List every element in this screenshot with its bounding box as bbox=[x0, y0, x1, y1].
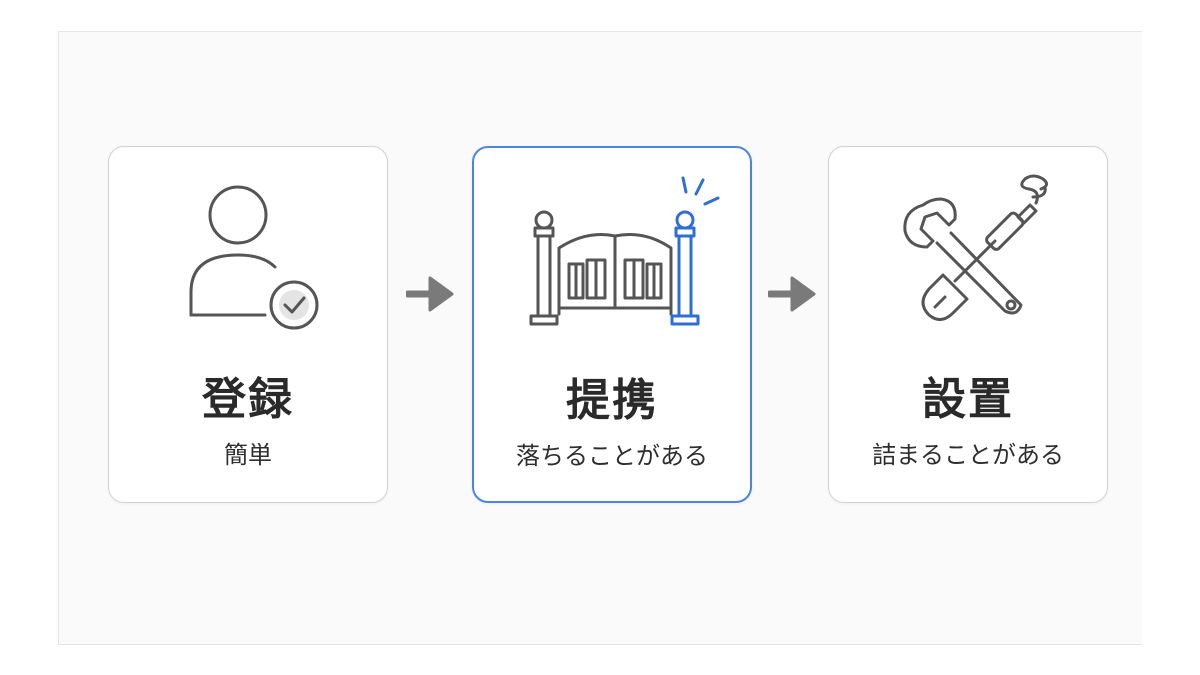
gate-icon bbox=[474, 168, 750, 358]
user-check-icon bbox=[109, 167, 387, 357]
step-subtitle: 簡単 bbox=[224, 441, 272, 469]
step-card-partnership: 提携 落ちることがある bbox=[472, 146, 752, 503]
arrow-right-icon bbox=[404, 272, 456, 316]
step-title: 登録 bbox=[202, 374, 294, 425]
step-subtitle: 落ちることがある bbox=[516, 442, 708, 470]
step-title: 提携 bbox=[566, 375, 658, 426]
step-card-installation: 設置 詰まることがある bbox=[828, 146, 1108, 503]
step-subtitle: 詰まることがある bbox=[872, 441, 1064, 469]
arrow-right-icon bbox=[766, 272, 818, 316]
tools-icon bbox=[829, 167, 1107, 357]
step-card-register: 登録 簡単 bbox=[108, 146, 388, 503]
step-title: 設置 bbox=[922, 374, 1014, 425]
